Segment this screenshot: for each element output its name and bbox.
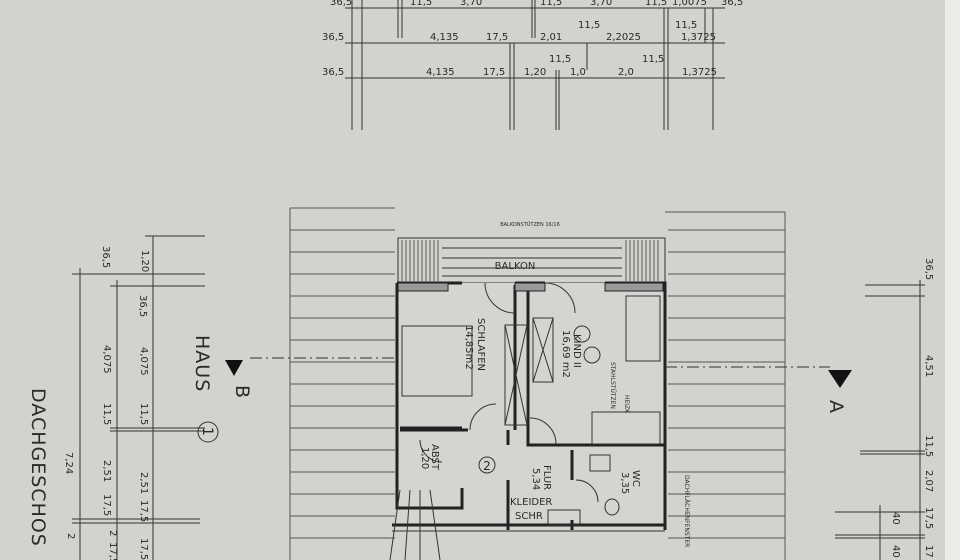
label-kleiderschrank-2: SCHR <box>515 511 543 522</box>
bed-kind <box>625 295 661 362</box>
dim-label: 17,5 <box>483 67 505 78</box>
dim-label: 17,5 <box>107 542 118 560</box>
dim-label: 11,5 <box>645 0 667 8</box>
room-label-flur: FLUR <box>541 465 552 490</box>
section-arrow-a <box>828 370 852 388</box>
dim-label: 11,5 <box>540 0 562 8</box>
furniture <box>389 282 661 560</box>
walls <box>392 281 667 532</box>
dim-label: 2,0 <box>618 67 634 78</box>
note-dachfenster: DACHFLÄCHENFENSTER <box>683 475 690 547</box>
dim-label: 1,20 <box>139 250 150 272</box>
roof-surface <box>289 207 786 560</box>
dim-label: 4,075 <box>138 347 149 376</box>
dim-label: 4,51 <box>923 355 934 377</box>
dim-label: 36,5 <box>923 258 934 280</box>
house-label: HAUS <box>191 335 213 392</box>
stair-marker-circle <box>478 456 496 474</box>
dim-label: 17,5 <box>486 32 508 43</box>
dim-label: 36,5 <box>322 67 344 78</box>
dim-label: 11,5 <box>410 0 432 8</box>
section-label-a: A <box>825 400 847 414</box>
room-label-balkon: BALKON <box>495 261 536 272</box>
dim-label: 17,5 <box>138 538 149 560</box>
section-arrow-b <box>225 360 243 376</box>
room-area-abst: 1,20 <box>419 447 430 469</box>
dim-label: 4,075 <box>101 345 112 374</box>
note-heizk: HEIZK <box>623 395 630 414</box>
dim-label: 2,07 <box>923 470 934 492</box>
dim-label: 36,5 <box>100 246 111 268</box>
room-label-schlafen: SCHLAFEN <box>475 318 486 371</box>
dim-label: 3,70 <box>590 0 612 8</box>
dim-label: 2 <box>107 530 118 536</box>
house-number: 1 <box>199 427 215 436</box>
top-dims-row3: 36,5 4,135 17,5 1,20 11,5 1,0 2,0 11,5 1… <box>322 54 717 78</box>
note-stahlstuetzen: STAHLSTÜTZEN <box>609 362 616 409</box>
dim-label: 1,0075 <box>672 0 707 8</box>
room-label-kind: KIND II <box>571 334 582 368</box>
dim-label: 2,51 <box>101 460 112 482</box>
room-labels: SCHLAFEN 14,85m2 KIND II 16,69 m2 STAHLS… <box>419 318 690 547</box>
room-area-kind: 16,69 m2 <box>560 330 571 378</box>
dim-label: 2,2025 <box>606 32 641 43</box>
house-number-circle <box>197 421 219 443</box>
dim-label: 11,5 <box>578 20 600 31</box>
section-label-b: B <box>231 385 253 399</box>
bed <box>401 325 473 397</box>
room-area-wc: 3,35 <box>619 472 630 494</box>
right-dimension-chains: 36,5 4,51 11,5 2,07 17,5 40 40 17 <box>835 258 934 560</box>
dim-label: 40 <box>890 512 901 525</box>
dim-label: 11,5 <box>101 403 112 425</box>
room-label-wc: WC <box>630 470 641 487</box>
dim-label: 3,70 <box>460 0 482 8</box>
dim-label: 1,0 <box>570 67 586 78</box>
dim-label: 11,5 <box>642 54 664 65</box>
dim-label: 11,5 <box>675 20 697 31</box>
dim-label: 17,5 <box>101 494 112 516</box>
page-edge <box>945 0 960 560</box>
dim-label: 17 <box>923 545 934 558</box>
dim-label: 17,5 <box>138 500 149 522</box>
stair-marker: 2 <box>483 459 491 473</box>
dim-label: 36,5 <box>137 295 148 317</box>
room-label-abst: ABST <box>429 444 440 471</box>
balcony-post-note: BALKONSTÜTZEN 16/16 <box>500 221 560 228</box>
label-kleiderschrank: KLEIDER <box>510 497 552 508</box>
dim-label: 11,5 <box>549 54 571 65</box>
dim-label: 17,5 <box>923 507 934 529</box>
section-markers: B A HAUS 1 DACHGESCHOS <box>27 335 852 547</box>
top-dimension-chains <box>345 0 725 130</box>
dim-label: 11,5 <box>138 403 149 425</box>
left-dimension-chains: 7,24 2 36,5 4,075 11,5 2,51 17,5 2 17,5 … <box>63 235 205 560</box>
drawing-title: DACHGESCHOS <box>27 388 49 547</box>
dim-label: 4,135 <box>426 67 455 78</box>
dim-label: 1,3725 <box>681 32 716 43</box>
dim-label: 40 <box>890 545 901 558</box>
dim-label: 2,01 <box>540 32 562 43</box>
dim-label: 4,135 <box>430 32 459 43</box>
dim-label: 2,51 <box>138 472 149 494</box>
room-area-schlafen: 14,85m2 <box>463 325 474 370</box>
dim-label: 11,5 <box>923 435 934 457</box>
room-area-flur: 5,34 <box>530 468 541 490</box>
dim-label: 1,20 <box>524 67 546 78</box>
balcony: BALKONSTÜTZEN 16/16 BALKON <box>397 221 666 284</box>
dim-label: 36,5 <box>330 0 352 8</box>
dim-label: 36,5 <box>322 32 344 43</box>
dim-label: 1,3725 <box>682 67 717 78</box>
dim-label: 7,24 <box>63 452 74 474</box>
dim-label: 2 <box>65 533 76 539</box>
dim-label: 36,5 <box>721 0 743 8</box>
top-dims-row1: 36,5 11,5 3,70 11,5 3,70 11,5 1,0075 36,… <box>330 0 743 8</box>
top-dims-row2: 36,5 4,135 17,5 2,01 11,5 2,2025 11,5 1,… <box>322 20 716 43</box>
